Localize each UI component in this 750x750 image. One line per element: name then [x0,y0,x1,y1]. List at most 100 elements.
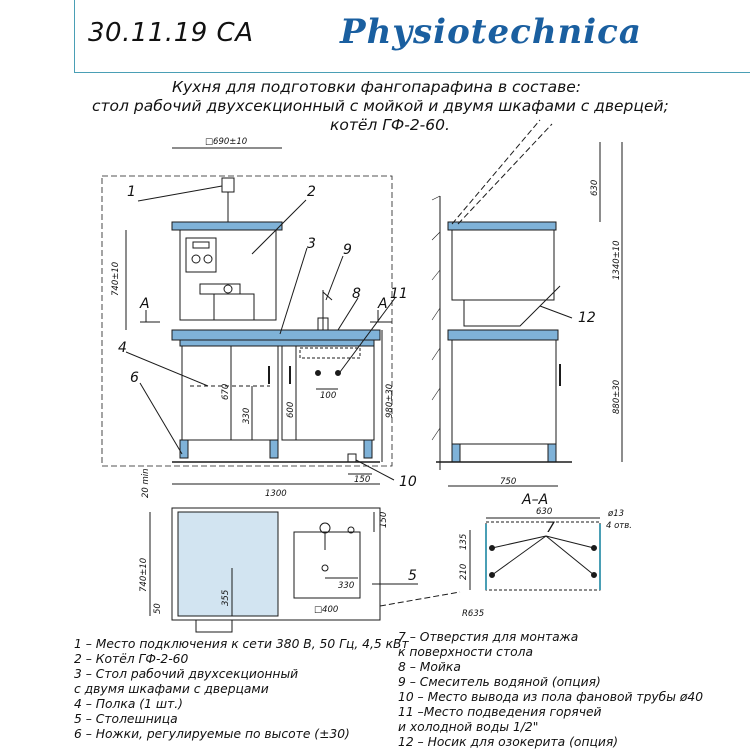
section-marker-left: А [139,296,150,312]
callout-3: 3 [307,236,316,252]
dim-front-1300: 1300 [265,489,287,499]
leader-10 [355,459,395,481]
side-view [431,119,623,487]
table-top [171,329,381,341]
plan-outline [171,507,381,621]
power-socket [221,177,235,193]
leader-8 [337,297,359,331]
leader-7a [491,535,547,549]
plan-view [149,507,461,633]
lid-open-arc-2 [457,123,553,225]
knob-left [191,254,201,264]
sink-bowl-hidden [299,347,361,359]
side-leg-front [451,443,461,463]
leader-7d [545,535,595,576]
knob-right [203,254,213,264]
dim-side-1340: 1340±10 [612,240,622,280]
dim-plan-50: 50 [153,603,163,614]
leader-12 [539,305,573,319]
plan-lid-arc [379,591,461,607]
plan-left-cabinet [177,511,279,617]
side-lid [447,221,557,231]
dim-front-100: 100 [320,391,336,401]
plan-plug [195,619,233,633]
dim-plan-150: 150 [379,512,389,528]
dim-front-150: 150 [354,475,370,485]
leg-2 [269,439,279,459]
legend-item-2: 2 – Котёл ГФ-2-60 [74,652,189,666]
callout-8: 8 [352,286,361,302]
leader-11 [339,297,396,373]
dim-front-330: 330 [242,408,252,424]
leader-7b [491,535,547,576]
dim-front-980: 980±30 [385,384,395,418]
right-cabinet [281,345,375,441]
leg-1 [179,439,189,459]
legend-item-6: 6 – Ножки, регулируемые по высоте (±30) [74,727,350,741]
legend-item-4: 4 – Полка (1 шт.) [74,697,183,711]
callout-9: 9 [343,242,352,258]
dim-front-height-left: 740±10 [111,262,121,296]
callout-10: 10 [399,474,417,490]
boiler-base [213,293,255,321]
callout-11: 11 [390,286,408,302]
callout-7: 7 [546,520,555,536]
dim-plan-r635: R635 [462,609,484,619]
legend-item-10: 10 – Место вывода из пола фановой трубы … [398,690,704,704]
section-title: А–А [521,492,548,508]
leader-2 [251,199,307,255]
legend-item-1: 1 – Место подключения к сети 380 В, 50 Г… [74,637,409,651]
brand-logo: Physiotechnica [340,12,642,52]
dim-section-d13: ø13 [607,509,624,519]
dim-side-880: 880±30 [612,380,622,414]
water-inlet-left [315,370,321,376]
callout-5: 5 [408,568,417,584]
front-envelope [101,175,393,467]
title-block-frame [74,0,750,73]
document-number: 30.11.19 СА [88,18,254,48]
front-view [101,147,396,485]
lid-open-arc [451,119,541,225]
dim-side-630: 630 [590,180,600,196]
callout-4: 4 [118,340,127,356]
leader-4 [125,351,209,387]
callout-6: 6 [130,370,139,386]
drain-outlet [347,453,357,463]
water-inlet-right [335,370,341,376]
callout-12: 12 [578,310,596,326]
boiler-tap [199,283,241,295]
tap-valve-icon [223,284,233,294]
plan-sink [293,531,361,599]
leader-7c [545,535,595,549]
callout-1: 1 [127,184,136,200]
side-cabinet [451,339,557,445]
section-frame [485,521,601,591]
table-apron [179,339,375,347]
legend-item-11: 11 –Место подведения горячей [398,705,602,719]
dim-side-750: 750 [500,477,516,487]
dim-front-600: 600 [286,402,296,418]
title-line-2: стол рабочий двухсекционный с мойкой и д… [92,97,669,115]
callout-2: 2 [307,184,316,200]
title-line-3: котёл ГФ-2-60. [330,116,450,134]
dim-front-670: 670 [221,384,231,400]
dim-section-210: 210 [459,564,469,580]
title-line-1: Кухня для подготовки фангопарафина в сос… [172,78,581,96]
section-a-a [469,517,601,591]
dim-section-135: 135 [459,534,469,550]
legend-item-11b: и холодной воды 1/2" [398,720,539,734]
wall-hatch [431,195,441,441]
display [192,241,210,249]
plan-drain [321,564,329,572]
leader-9 [325,255,344,301]
dim-plan-400: □400 [314,605,338,615]
leader-1 [137,185,223,202]
control-panel [185,237,217,273]
faucet-base [317,317,329,331]
leader-6 [139,382,183,455]
legend-item-3: 3 – Стол рабочий двухсекционный [74,667,299,681]
leg-3 [363,439,373,459]
dim-plan-355: 355 [221,590,231,606]
side-table-top [447,329,559,341]
